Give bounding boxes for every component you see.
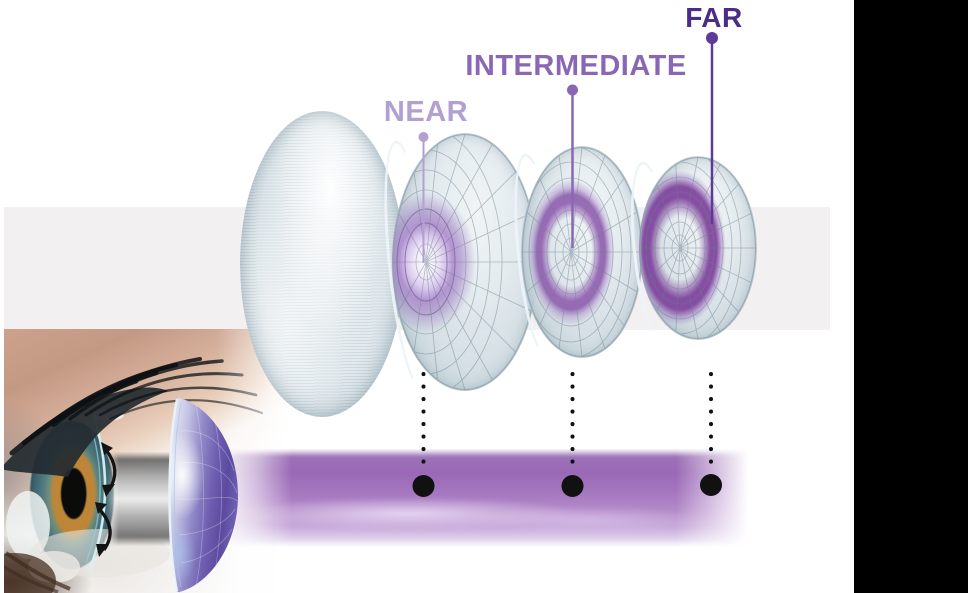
smooth-lens <box>240 111 404 417</box>
side-view-lens-edge <box>168 398 238 592</box>
cornea-flex-arrows-icon <box>95 442 117 557</box>
lower-lashes <box>4 551 71 593</box>
eye-photo-details <box>4 357 264 593</box>
upper-eyelid <box>4 387 168 477</box>
far-label: FAR <box>685 2 743 33</box>
intermediate-pointer-dot <box>567 84 578 96</box>
far-pointer-dot <box>706 32 718 44</box>
cornea-arc-inner <box>85 422 101 564</box>
far-lens-grid <box>639 156 757 340</box>
near-label: NEAR <box>383 96 469 128</box>
right-black-bar <box>854 0 968 593</box>
eye-photo <box>4 329 298 593</box>
intermediate-lens <box>521 146 643 358</box>
eyelashes <box>9 357 264 456</box>
intermediate-label: INTERMEDIATE <box>465 50 687 82</box>
far-lens <box>639 156 757 340</box>
near-lens <box>392 133 538 391</box>
